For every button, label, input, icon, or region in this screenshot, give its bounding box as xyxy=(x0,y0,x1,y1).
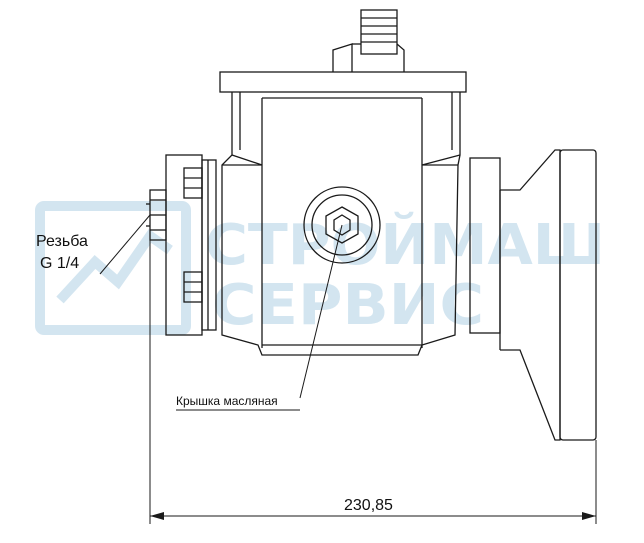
dimension-arrow-left xyxy=(150,512,164,520)
thread-label: Резьба xyxy=(36,233,88,250)
dimension-annotation xyxy=(149,240,597,524)
dimension-arrow-right xyxy=(582,512,596,520)
oil-cover-plug xyxy=(303,186,381,264)
top-vent-fitting xyxy=(332,9,405,72)
overall-width-dimension: 230,85 xyxy=(344,497,393,514)
thread-leader-line xyxy=(99,214,151,275)
watermark-emblem-lightning xyxy=(56,229,173,304)
top-flange-plate xyxy=(219,71,467,93)
gearbox-outline xyxy=(146,9,597,441)
right-output-flange xyxy=(469,149,597,441)
oil-cover-leader-line xyxy=(299,224,343,399)
housing-body xyxy=(221,92,461,356)
watermark-logo: СТРОЙМАШ СЕРВИС xyxy=(35,201,605,338)
leader-lines xyxy=(99,214,343,411)
watermark-line-2: СЕРВИС xyxy=(212,273,484,338)
watermark-line-1: СТРОЙМАШ xyxy=(205,212,605,278)
left-flange xyxy=(165,154,217,336)
oil-cover-label: Крышка масляная xyxy=(176,394,278,408)
watermark-emblem-frame xyxy=(35,201,191,335)
thread-value: G 1/4 xyxy=(40,255,79,272)
